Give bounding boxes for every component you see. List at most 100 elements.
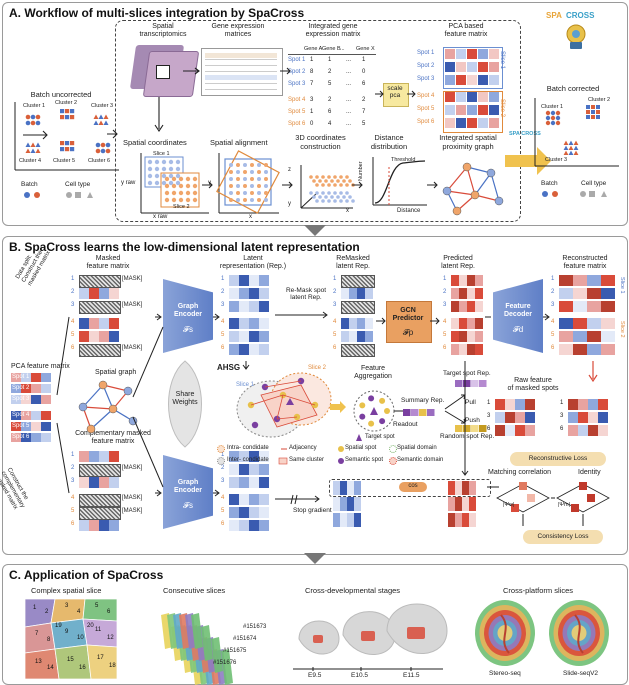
row-number: 5 <box>333 332 337 338</box>
zoom-grid <box>156 65 170 79</box>
feature-cell <box>489 92 499 102</box>
spot-dot <box>175 173 181 179</box>
spot-label: Spot 4 <box>288 97 306 103</box>
rep-cell <box>403 409 411 416</box>
rep-cell <box>463 380 471 387</box>
feature-cell <box>467 318 475 329</box>
spot-dot <box>168 180 174 186</box>
feature-cell <box>347 481 354 495</box>
feature-cell <box>21 373 31 382</box>
feature-cell <box>475 318 483 329</box>
feature-cell <box>249 275 259 286</box>
feature-cell <box>21 433 31 442</box>
feature-cell <box>456 49 466 59</box>
feature-cell <box>587 288 601 299</box>
spot-dot <box>321 183 325 187</box>
aggregated-spot <box>359 402 366 409</box>
feature-cell <box>259 477 269 488</box>
rep-cell <box>419 409 427 416</box>
distance-distribution-plot <box>372 157 427 206</box>
row-number: 1 <box>333 276 337 282</box>
cell-dot <box>550 115 556 121</box>
row-number: 3 <box>487 413 491 419</box>
cell-triangle <box>563 140 569 145</box>
feature-cell <box>249 520 259 531</box>
feature-cell <box>259 344 269 355</box>
matrix-line <box>205 65 277 66</box>
feature-cell <box>588 425 598 436</box>
spot-dot <box>351 199 355 203</box>
feature-cell <box>568 412 578 423</box>
slice-layer <box>221 649 233 685</box>
corrected-scatter <box>534 98 619 167</box>
spot-dot <box>327 183 331 187</box>
row-number: 3 <box>443 302 447 308</box>
feature-cell <box>495 412 505 423</box>
spot-label: Spot 6 <box>12 434 30 440</box>
spot-dot <box>243 170 247 174</box>
feature-cell <box>79 451 89 462</box>
matrix-value: 5 <box>328 81 332 87</box>
spot-dot <box>171 197 177 203</box>
rep-cell <box>463 425 471 432</box>
cell-dot <box>555 120 561 126</box>
feature-cell <box>21 384 31 393</box>
feature-cell <box>451 344 459 355</box>
matrix-line <box>205 59 277 60</box>
row-number: 2 <box>221 289 225 295</box>
target-spot <box>370 407 378 415</box>
matrix-value: ... <box>346 81 352 87</box>
feature-cell <box>109 331 119 342</box>
ahsg-spot <box>251 421 259 429</box>
spot-dot <box>236 177 240 181</box>
feature-cell <box>601 288 615 299</box>
feature-cell <box>31 373 41 382</box>
feature-cell <box>587 301 601 312</box>
graph-node <box>123 386 133 396</box>
cell-triangle <box>573 140 579 145</box>
masked-row <box>79 464 121 477</box>
region-number: 3 <box>65 603 69 609</box>
spot-dot <box>339 175 343 179</box>
spot-dot <box>243 177 247 181</box>
row-number: 1 <box>221 452 225 458</box>
correlation-matrices <box>496 482 610 526</box>
row-number: 6 <box>560 426 564 432</box>
cos-box <box>329 479 491 497</box>
spot-dot <box>147 173 153 179</box>
cell-triangle <box>573 145 579 150</box>
feature-cell <box>239 344 249 355</box>
feature-cell <box>239 520 249 531</box>
feature-cell <box>456 75 466 85</box>
feature-cell <box>239 477 249 488</box>
feature-cell <box>467 288 475 299</box>
feature-cell <box>451 301 459 312</box>
spot-dot <box>236 198 240 202</box>
spot-dot <box>161 166 167 172</box>
legend-spatial-spot <box>338 446 344 452</box>
ahsg-graph <box>236 372 332 438</box>
region-number: 14 <box>47 665 54 671</box>
rep-cell <box>455 380 463 387</box>
cell-dot <box>545 120 551 126</box>
panel-a-title: A. Workflow of multi-slices integration … <box>9 6 305 20</box>
feature-cell <box>475 301 483 312</box>
feature-cell <box>11 384 21 393</box>
feature-cell <box>239 451 249 462</box>
row-number: 1 <box>71 276 75 282</box>
graph-edge <box>102 384 129 392</box>
feature-cell <box>89 477 99 488</box>
feature-cell <box>249 344 259 355</box>
feature-cell <box>451 331 459 342</box>
spot-dot <box>229 163 233 167</box>
feature-cell <box>525 425 535 436</box>
semantic-domain <box>260 384 318 428</box>
matrix-value: 6 <box>362 81 366 87</box>
cell-dot <box>35 120 41 126</box>
spot-dot <box>236 191 240 195</box>
feature-cell <box>259 288 269 299</box>
mask-label: [MASK] <box>122 465 143 471</box>
feature-cell <box>349 318 357 329</box>
feature-cell <box>515 412 525 423</box>
feature-cell <box>354 513 361 527</box>
